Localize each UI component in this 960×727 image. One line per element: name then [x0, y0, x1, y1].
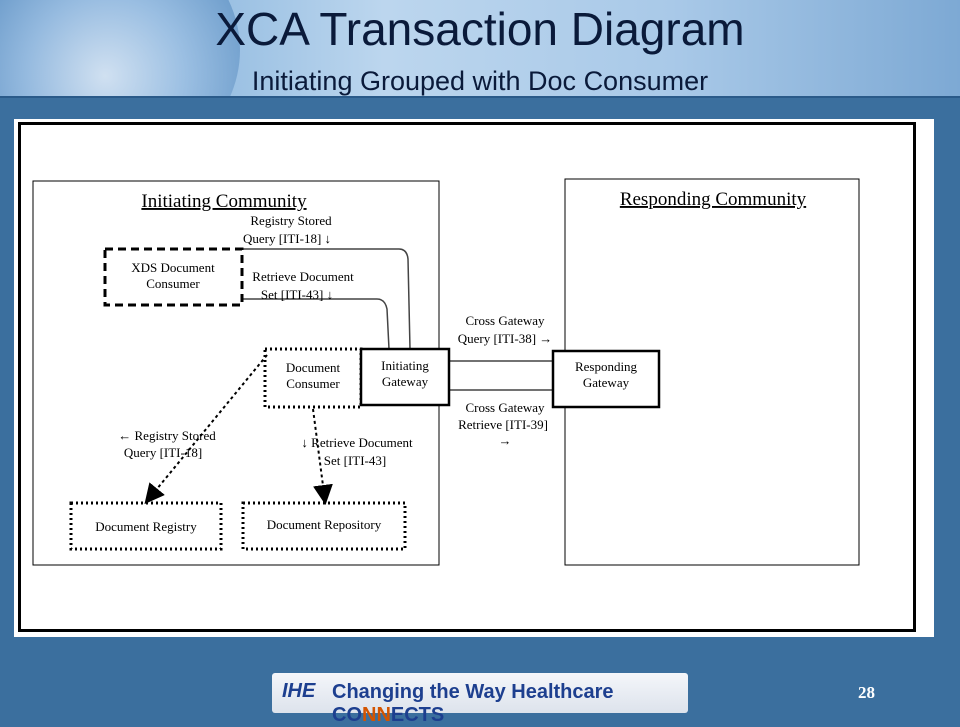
initiating-community-label: Initiating Community: [141, 191, 307, 212]
retrieve-document-set-top-label-1: Retrieve Document: [252, 269, 354, 284]
consumer-to-registry-arrow: [144, 354, 268, 505]
registry-stored-query-top-label-1: Registry Stored: [250, 213, 332, 228]
slide-title: XCA Transaction Diagram: [215, 3, 745, 55]
responding-gateway-label-1: Responding: [575, 359, 638, 374]
document-consumer-label-2: Consumer: [286, 376, 340, 391]
page-number: 28: [858, 683, 875, 702]
xds-document-consumer-label-2: Consumer: [146, 276, 200, 291]
footer-tagline: Changing the Way Healthcare CONNECTS: [332, 681, 688, 727]
responding-gateway-box: [551, 349, 661, 409]
registry-query-connector: [242, 248, 411, 350]
ihe-footer-logo: IHE Changing the Way Healthcare CONNECTS: [272, 673, 688, 726]
responding-gateway-label-2: Gateway: [583, 375, 630, 390]
cross-gateway-query-label-1: Cross Gateway: [465, 313, 545, 328]
responding-community-label: Responding Community: [620, 189, 807, 210]
cross-gateway-retrieve-label-1: Cross Gateway: [465, 400, 545, 415]
xds-document-consumer-label-1: XDS Document: [131, 260, 215, 275]
document-repository-label: Document Repository: [267, 517, 382, 532]
slide-subtitle: Initiating Grouped with Doc Consumer: [251, 66, 709, 96]
slide-header: XCA Transaction Diagram Initiating Group…: [0, 0, 960, 96]
cross-gateway-retrieve-label-3: →: [499, 433, 512, 448]
registry-stored-query-left-label-2: Query [ITI-18]: [124, 445, 202, 460]
retrieve-document-set-bottom-label-2: Set [ITI-43]: [324, 453, 386, 468]
registry-stored-query-top-label-2: Query [ITI-18] ↓: [243, 231, 331, 246]
initiating-gateway-label-2: Gateway: [382, 374, 429, 389]
document-registry-label: Document Registry: [95, 519, 197, 534]
document-consumer-box: [263, 347, 363, 409]
initiating-gateway-box: [359, 347, 451, 407]
document-consumer-label-1: Document: [286, 360, 341, 375]
registry-stored-query-left-label-1: ← Registry Stored: [118, 428, 216, 443]
retrieve-document-set-bottom-label-1: ↓ Retrieve Document: [301, 435, 413, 450]
tagline-accent: NN: [362, 704, 391, 726]
retrieve-set-connector: [242, 298, 390, 350]
xca-transaction-diagram: Initiating Community Responding Communit…: [32, 178, 860, 566]
cross-gateway-retrieve-label-2: Retrieve [ITI-39]: [458, 417, 548, 432]
xds-document-consumer-box: [103, 247, 244, 307]
retrieve-document-set-top-label-2: Set [ITI-43] ↓: [261, 287, 333, 302]
globe-graphic: [0, 0, 240, 96]
tagline-suffix: ECTS: [390, 704, 445, 726]
diagram-frame: Initiating Community Responding Communit…: [18, 122, 916, 632]
initiating-gateway-label-1: Initiating: [381, 358, 429, 373]
header-divider: [0, 96, 960, 98]
ihe-logo-icon: IHE: [282, 680, 316, 702]
cross-gateway-query-label-2: Query [ITI-38] →: [458, 331, 553, 346]
